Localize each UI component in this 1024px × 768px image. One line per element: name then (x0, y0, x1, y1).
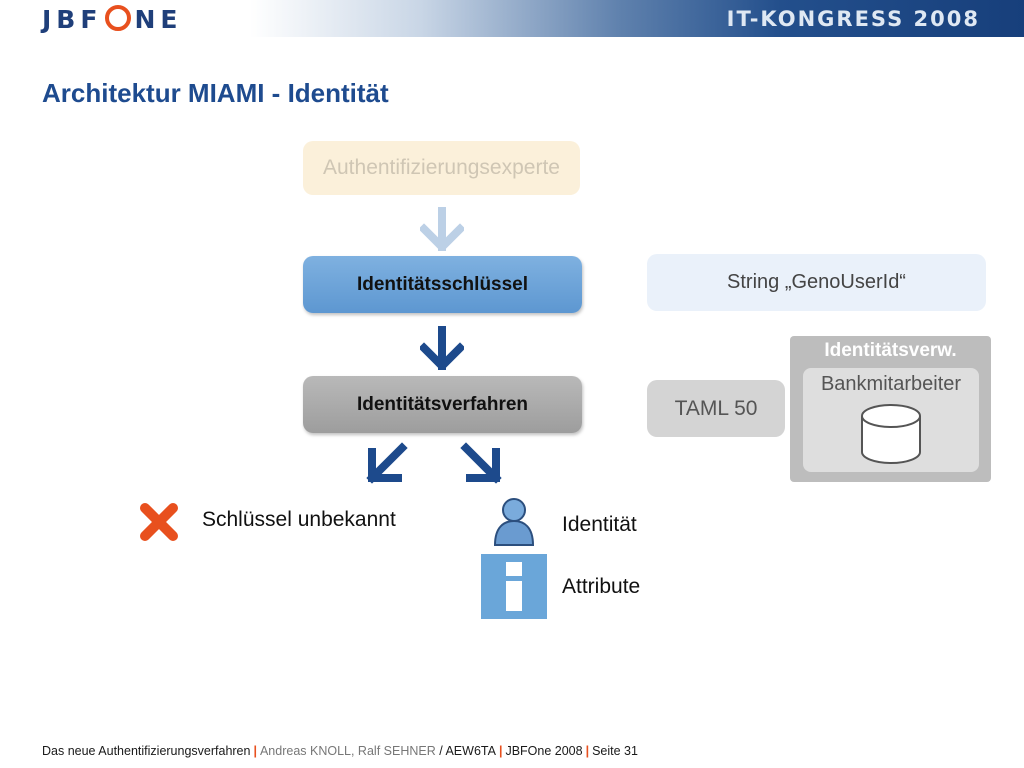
taml-box: TAML 50 (647, 380, 785, 437)
footer-separator: | (585, 744, 590, 758)
info-icon (481, 554, 547, 619)
identity-label: Identität (562, 513, 637, 536)
expert-box: Authentifizierungsexperte (303, 141, 580, 195)
logo-prefix: JBF (42, 5, 103, 34)
page-title: Architektur MIAMI - Identität (42, 78, 389, 108)
key-unknown-label: Schlüssel unbekannt (202, 508, 396, 531)
logo-suffix: NE (134, 5, 183, 34)
arrow-icon (420, 326, 464, 370)
identity-management-title: Identitätsverw. (824, 340, 957, 361)
bank-staff-label: Bankmitarbeiter (820, 373, 962, 395)
jbfone-logo: JBF NE (42, 5, 183, 34)
arrow-down-right-icon (460, 442, 502, 484)
footer-page: Seite 31 (592, 744, 638, 758)
footer-presentation: Das neue Authentifizierungsverfahren (42, 744, 251, 758)
arrow-down-left-icon (366, 442, 408, 484)
logo-ring-icon (105, 5, 132, 31)
footer: Das neue Authentifizierungsverfahren|And… (42, 744, 638, 758)
footer-event: JBFOne 2008 (505, 744, 583, 758)
footer-separator: | (498, 744, 503, 758)
footer-separator: | (253, 744, 257, 758)
event-title: IT-KONGRESS 2008 (726, 7, 980, 31)
cross-icon (140, 503, 178, 541)
person-icon (493, 498, 535, 546)
identity-key-box: Identitätsschlüssel (303, 256, 582, 313)
identity-procedure-box: Identitätsverfahren (303, 376, 582, 433)
footer-code: AEW6TA (445, 744, 496, 758)
header-band (0, 0, 1024, 37)
arrow-icon (420, 207, 464, 251)
attributes-label: Attribute (562, 575, 641, 598)
string-box: String „GenoUserId“ (647, 254, 986, 311)
footer-authors: Andreas KNOLL, Ralf SEHNER (259, 744, 436, 758)
database-icon (861, 404, 921, 464)
